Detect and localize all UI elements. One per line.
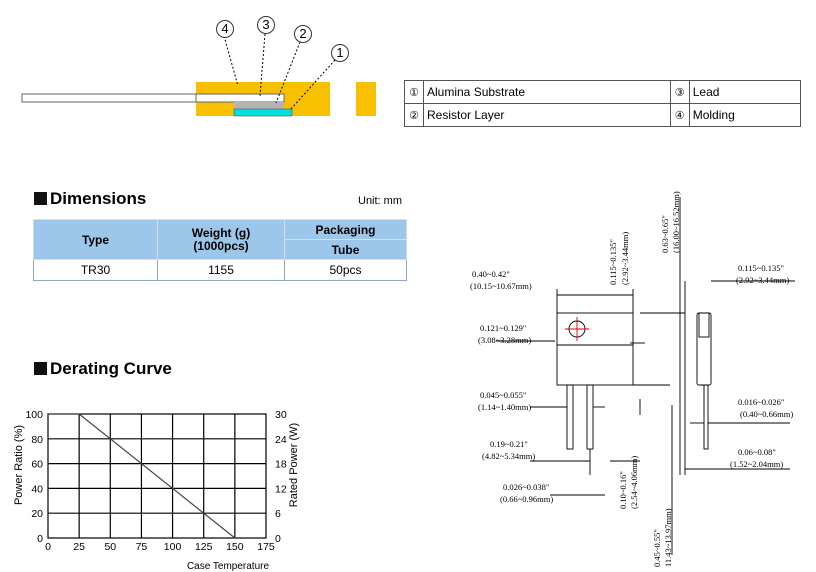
material-num: ③ — [669, 80, 690, 104]
dim-lead-width: 0.045~0.055" — [480, 390, 526, 400]
y-tick-label-left: 20 — [31, 508, 43, 520]
dim-pitch: 0.19~0.21" — [490, 439, 528, 449]
y-tick-label-left: 100 — [25, 409, 43, 421]
material-label: Molding — [688, 103, 802, 127]
section-square-icon — [34, 362, 47, 375]
callout-leader-2 — [275, 41, 301, 104]
y-axis-left-title: Power Ratio (%) — [13, 424, 25, 506]
y-tick-label-right: 6 — [275, 508, 281, 520]
dim-tab-h-mm: (2.92~3.44mm) — [620, 232, 630, 285]
dim-lead-mm: (0.66~0.96mm) — [500, 494, 553, 504]
callout-2: 2 — [294, 25, 312, 43]
dim-offset: 0.06~0.08" — [738, 447, 776, 457]
table-row: ② Resistor Layer ④ Molding — [404, 103, 802, 127]
resistor-layer-shape — [234, 102, 284, 109]
lead-left — [566, 384, 574, 450]
dim-lead: 0.026~0.038" — [503, 482, 549, 492]
dim-width: 0.40~0.42" — [472, 269, 510, 279]
material-label: Resistor Layer — [423, 103, 671, 127]
y-tick-label-right: 18 — [275, 459, 287, 471]
lead-right — [586, 384, 594, 450]
derating-line — [48, 413, 236, 539]
dim-height-mm: (16.00~16.52mm) — [671, 191, 681, 253]
dim-l010: 0.10~0.16" — [618, 471, 628, 509]
x-tick-label: 125 — [195, 541, 213, 553]
dim-l010-mm: (2.54~4.06mm) — [629, 456, 639, 509]
callout-4: 4 — [216, 20, 234, 38]
material-num: ① — [404, 80, 424, 104]
dim-tab-h: 0.115~0.135" — [608, 239, 618, 285]
table-row: TR30 1155 50pcs — [33, 259, 407, 281]
dim-thick: 0.016~0.026" — [738, 397, 784, 407]
material-label: Lead — [688, 80, 802, 104]
x-tick-label: 175 — [257, 541, 275, 553]
x-tick-label: 0 — [45, 541, 51, 553]
material-num: ④ — [669, 103, 690, 127]
callout-1: 1 — [331, 44, 349, 62]
section-square-icon — [34, 192, 47, 205]
dim-height: 0.63~0.65" — [660, 215, 670, 253]
dim-side: 0.115~0.135" — [738, 263, 784, 273]
y-tick-label-right: 30 — [275, 409, 287, 421]
y-axis-right-title: Rated Power (W) — [288, 422, 300, 508]
x-tick-label: 100 — [164, 541, 182, 553]
dim-pitch-mm: (4.82~5.34mm) — [482, 451, 535, 461]
dimensions-table: Type Weight (g) (1000pcs) Packaging Tube… — [33, 219, 407, 281]
header-weight: Weight (g) (1000pcs) — [157, 219, 285, 260]
plot-frame — [47, 413, 267, 539]
side-tab — [698, 312, 710, 338]
material-label: Alumina Substrate — [423, 80, 671, 104]
drawing-labels: 0.40~0.42" (10.15~10.67mm) 0.121~0.129" … — [470, 191, 793, 567]
dim-offset-mm: (1.52~2.04mm) — [730, 459, 783, 469]
dimensions-heading: Dimensions — [34, 189, 146, 209]
y-tick-label-left: 40 — [31, 483, 43, 495]
y-tick-label-right: 0 — [275, 533, 281, 545]
dim-hole-mm: (3.08~3.28mm) — [478, 335, 531, 345]
header-packaging: Packaging — [284, 219, 407, 240]
cell-type: TR30 — [33, 259, 158, 281]
x-tick-label: 50 — [104, 541, 116, 553]
dim-side-mm: (2.92~3.44mm) — [736, 275, 789, 285]
cell-tube: 50pcs — [284, 259, 407, 281]
y-tick-label-left: 60 — [31, 459, 43, 471]
y-tick-label-right: 12 — [275, 483, 287, 495]
x-tick-label: 25 — [73, 541, 85, 553]
callout-leader-4 — [223, 35, 239, 87]
dim-width-mm: (10.15~10.67mm) — [470, 281, 532, 291]
cell-weight: 1155 — [157, 259, 285, 281]
construction-diagram — [21, 33, 376, 117]
y-tick-label-left: 0 — [37, 533, 43, 545]
y-tick-label-right: 24 — [275, 434, 287, 446]
substrate-shape — [233, 108, 293, 117]
materials-table: ① Alumina Substrate ③ Lead ② Resistor La… — [404, 80, 802, 127]
material-num: ② — [404, 103, 424, 127]
body-outline — [556, 312, 634, 386]
unit-label: Unit: mm — [358, 195, 402, 207]
x-tick-label: 150 — [226, 541, 244, 553]
callout-3: 3 — [257, 16, 275, 34]
molding-tab — [356, 82, 376, 116]
dim-l045: 0.45~0.55" — [652, 529, 662, 567]
side-lead — [703, 384, 709, 450]
header-tube: Tube — [284, 239, 407, 260]
derating-heading: Derating Curve — [34, 359, 172, 379]
dim-lead-width-mm: (1.14~1.40mm) — [478, 402, 531, 412]
y-tick-label-left: 80 — [31, 434, 43, 446]
x-axis-title: Case Temperature — [186, 561, 270, 572]
x-tick-label: 75 — [136, 541, 148, 553]
table-row: ① Alumina Substrate ③ Lead — [404, 80, 802, 104]
lead-inside — [195, 93, 285, 103]
callout-leader-1 — [289, 59, 336, 111]
header-type: Type — [33, 219, 158, 260]
chart-grid — [47, 413, 267, 539]
dim-thick-mm: (0.40~0.66mm) — [740, 409, 793, 419]
package-drawing: 0.40~0.42" (10.15~10.67mm) 0.121~0.129" … — [470, 191, 795, 567]
dim-hole: 0.121~0.129" — [480, 323, 526, 333]
dim-l045-mm: 11.43~13.97mm) — [663, 508, 673, 567]
